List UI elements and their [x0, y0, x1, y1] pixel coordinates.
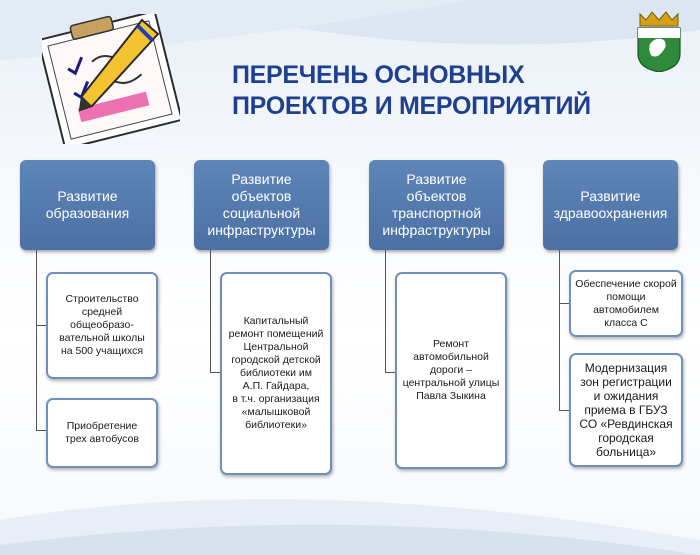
heading-transport-infrastructure: Развитие объектов транспортной инфрастру… — [369, 160, 504, 250]
heading-social-label: Развитие объектов социальной инфраструкт… — [207, 171, 316, 238]
title-line-1: ПЕРЕЧЕНЬ ОСНОВНЫХ — [232, 61, 525, 89]
connector-transport — [385, 250, 386, 372]
heading-healthcare-label: Развитие здравоохранения — [553, 188, 668, 221]
heading-education: Развитие образования — [20, 160, 155, 250]
connector-healthcare-branch-2 — [559, 410, 571, 411]
heading-transport-label: Развитие объектов транспортной инфрастру… — [382, 171, 491, 238]
connector-education — [36, 250, 37, 430]
connector-healthcare — [559, 250, 560, 410]
clipboard-pencil-clipart-icon — [42, 14, 180, 144]
heading-social-infrastructure: Развитие объектов социальной инфраструкт… — [194, 160, 329, 250]
connector-education-branch-1 — [36, 325, 48, 326]
connector-transport-branch — [385, 372, 397, 373]
item-hospital-modernization: Модернизация зон регистрации и ожидания … — [569, 353, 683, 467]
connector-social — [210, 250, 211, 372]
title-line-2: ПРОЕКТОВ И МЕРОПРИЯТИЙ — [232, 92, 591, 120]
connector-social-branch — [210, 372, 222, 373]
city-coat-of-arms-icon — [637, 11, 681, 72]
item-ambulance: Обеспечение скорой помощи автомобилем кл… — [569, 270, 683, 337]
item-buses-purchase: Приобретение трех автобусов — [46, 398, 158, 468]
heading-healthcare: Развитие здравоохранения — [543, 160, 678, 250]
connector-healthcare-branch-1 — [559, 303, 571, 304]
item-library-repair: Капитальный ремонт помещений Центральной… — [220, 272, 332, 475]
item-road-repair: Ремонт автомобильной дороги – центрально… — [395, 272, 507, 469]
item-school-construction: Строительство средней общеобразо- ватель… — [46, 272, 158, 379]
page-title: ПЕРЕЧЕНЬ ОСНОВНЫХ ПРОЕКТОВ И МЕРОПРИЯТИЙ — [232, 60, 652, 122]
connector-education-branch-2 — [36, 430, 48, 431]
heading-education-label: Развитие образования — [45, 188, 130, 221]
